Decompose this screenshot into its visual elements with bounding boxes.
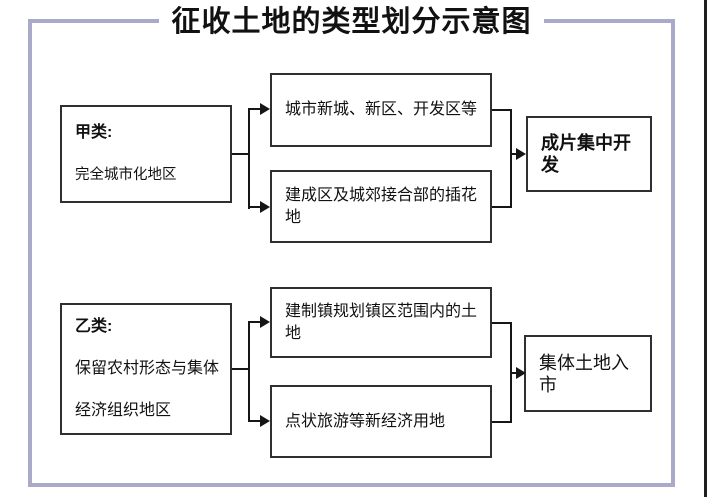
arrowhead-icon [260,103,270,115]
connector-b-source-stub [232,368,248,370]
connector-a-right-vertical [510,109,512,208]
arrowhead-icon [516,148,526,160]
type-a-result-label: 成片集中开发 [541,133,631,175]
box-type-b-branch-1: 建制镇规划镇区范围内的土地 [270,287,492,358]
box-type-b-branch-2: 点状旅游等新经济用地 [270,385,492,458]
diagram-title: 征收土地的类型划分示意图 [159,4,544,40]
box-type-b-source: 乙类: 保留农村形态与集体 经济组织地区 [60,303,232,435]
connector-a-result-stub [510,153,518,155]
connector-b-branch2-stub [248,420,260,422]
type-a-description: 完全城市化地区 [75,167,177,183]
arrowhead-icon [260,415,270,427]
box-type-b-result: 集体土地入市 [524,335,652,412]
box-type-a-branch-1: 城市新城、新区、开发区等 [270,73,492,147]
connector-a-branch2-stub [248,206,260,208]
connector-b-branch1-stub [248,321,260,323]
type-b-branch-2-label: 点状旅游等新经济用地 [285,412,446,430]
type-b-description-line1: 保留农村形态与集体 [75,360,220,377]
type-a-branch-2-label: 建成区及城郊接合部的插花地 [285,186,478,226]
connector-b-left-vertical [248,321,250,422]
connector-a-branch1-stub [248,108,260,110]
connector-a-left-vertical [248,108,250,209]
box-type-a-source: 甲类: 完全城市化地区 [60,105,232,203]
connector-b-result-stub [510,372,518,374]
title-wrap: 征收土地的类型划分示意图 [28,0,675,40]
type-b-branch-1-label: 建制镇规划镇区范围内的土地 [285,302,478,342]
connector-a-source-stub [232,153,248,155]
box-type-a-branch-2: 建成区及城郊接合部的插花地 [270,170,492,243]
connector-a-branch2-out [492,206,510,208]
type-b-heading: 乙类: [75,318,113,335]
type-a-branch-1-label: 城市新城、新区、开发区等 [285,101,478,118]
arrowhead-icon [260,201,270,213]
arrowhead-icon [516,367,526,379]
connector-b-branch2-out [492,421,510,423]
box-type-a-result: 成片集中开发 [526,116,652,192]
type-b-description-line2: 经济组织地区 [75,402,172,419]
connector-a-branch1-out [492,109,510,111]
type-b-result-label: 集体土地入市 [539,352,629,395]
connector-b-branch1-out [492,322,510,324]
type-a-heading: 甲类: [75,124,113,141]
arrowhead-icon [260,316,270,328]
page-edge-strip [704,0,707,497]
